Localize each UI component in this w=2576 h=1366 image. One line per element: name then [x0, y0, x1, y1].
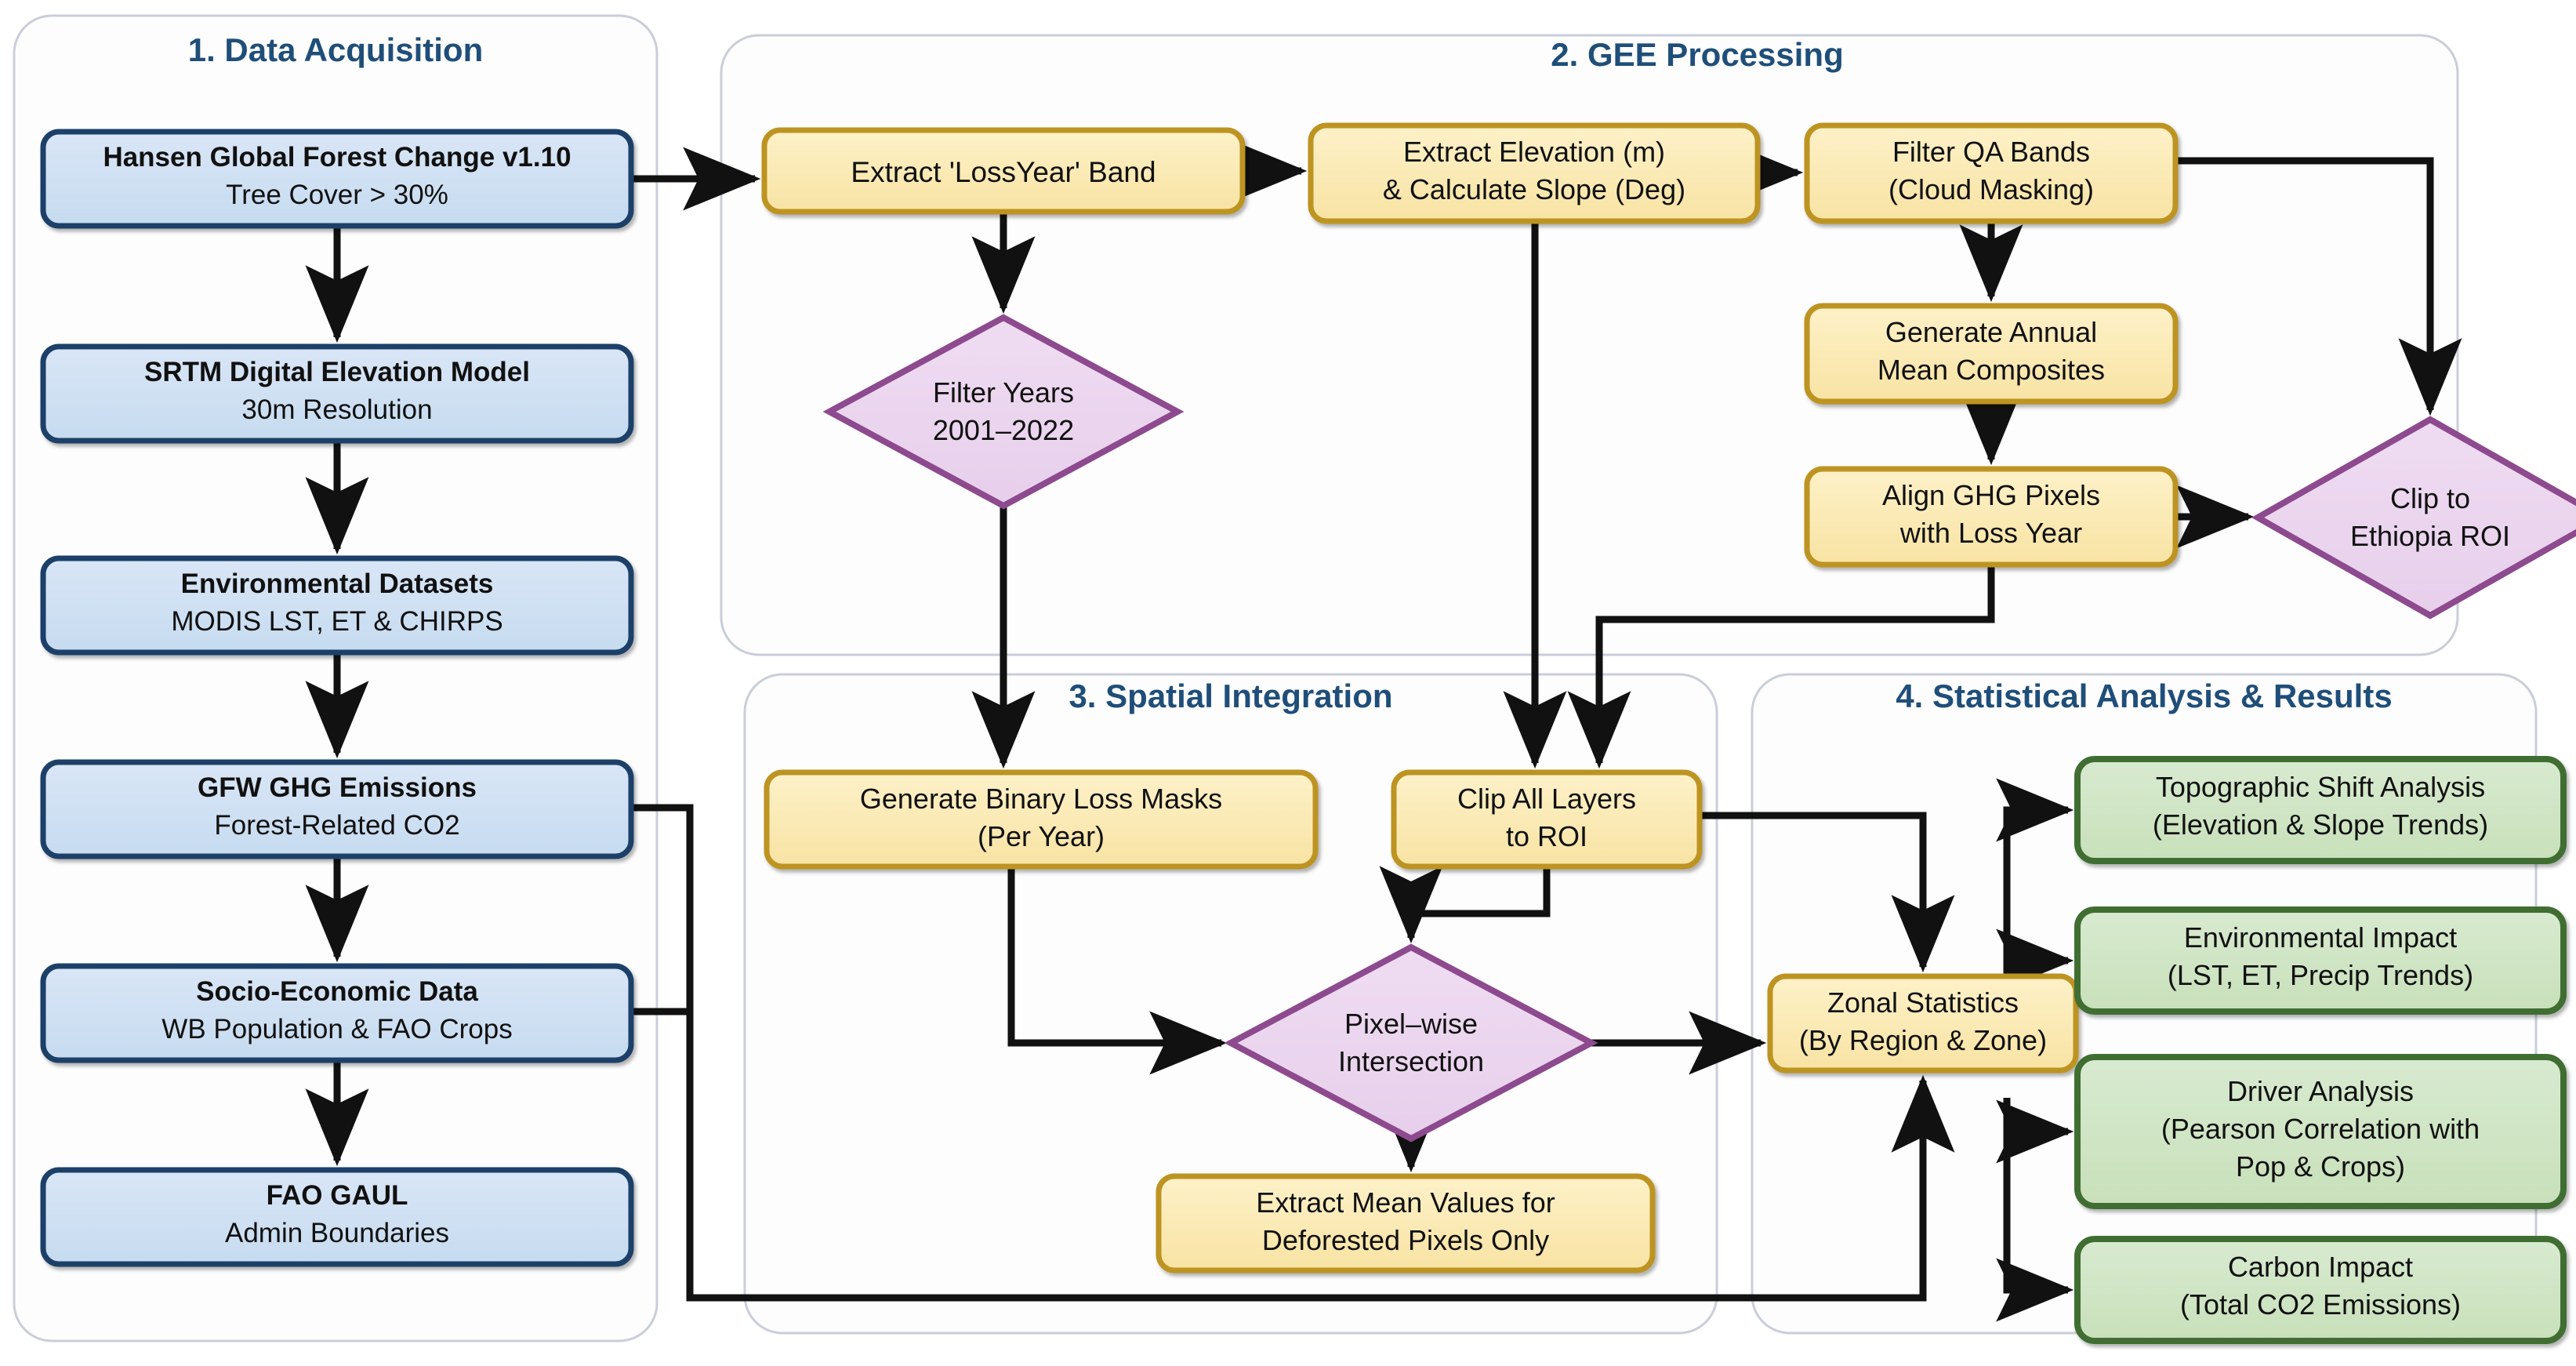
node-srtm-dem[interactable]: SRTM Digital Elevation Model 30m Resolut…: [40, 343, 634, 444]
panel-title-4: 4. Statistical Analysis & Results: [1896, 678, 2392, 714]
node-environmental-impact[interactable]: Environmental Impact (LST, ET, Precip Tr…: [2074, 906, 2567, 1015]
node-extract-mean-values[interactable]: Extract Mean Values for Deforested Pixel…: [1156, 1173, 1656, 1273]
node-socio-economic-data[interactable]: Socio-Economic Data WB Population & FAO …: [40, 963, 634, 1063]
node-label: GFW GHG Emissions: [198, 772, 477, 803]
node-clip-to-ethiopia-roi-decision[interactable]: Clip to Ethiopia ROI: [2251, 416, 2576, 619]
node-sublabel: (Cloud Masking): [1888, 173, 2094, 205]
node-label: Generate Binary Loss Masks: [860, 783, 1222, 815]
edge-align-to-clip-all-layers: [1567, 565, 1995, 769]
node-sublabel-2: Pop & Crops): [2236, 1150, 2405, 1183]
node-label: Clip to: [2390, 482, 2470, 514]
node-sublabel: Mean Composites: [1878, 354, 2105, 386]
node-sublabel: Forest-Related CO2: [214, 810, 459, 841]
node-label: SRTM Digital Elevation Model: [144, 357, 530, 387]
edge-qa-to-clip-ethiopia: [2175, 157, 2462, 416]
node-label: Filter Years: [933, 376, 1074, 409]
node-sublabel: Deforested Pixels Only: [1262, 1224, 1549, 1256]
node-sublabel: Tree Cover > 30%: [226, 180, 448, 210]
node-clip-all-layers-to-roi[interactable]: Clip All Layers to ROI: [1391, 769, 1703, 870]
node-fao-gaul[interactable]: FAO GAUL Admin Boundaries: [40, 1167, 634, 1267]
node-sublabel: with Loss Year: [1899, 517, 2082, 549]
node-filter-qa-bands[interactable]: Filter QA Bands (Cloud Masking): [1804, 122, 2179, 224]
node-label: Filter QA Bands: [1892, 136, 2090, 168]
node-generate-binary-loss-masks[interactable]: Generate Binary Loss Masks (Per Year): [764, 769, 1319, 870]
edge-layer: [305, 139, 2462, 1322]
node-label: Extract Elevation (m): [1403, 136, 1665, 168]
node-label: Topographic Shift Analysis: [2156, 771, 2485, 803]
node-sublabel: (Elevation & Slope Trends): [2153, 808, 2488, 841]
node-sublabel: Ethiopia ROI: [2350, 520, 2510, 552]
node-align-ghg-pixels[interactable]: Align GHG Pixels with Loss Year: [1804, 466, 2179, 568]
node-sublabel: (Pearson Correlation with: [2161, 1113, 2480, 1145]
node-label: Extract Mean Values for: [1256, 1186, 1555, 1219]
node-sublabel: (Per Year): [978, 820, 1105, 852]
node-zonal-statistics[interactable]: Zonal Statistics (By Region & Zone): [1767, 973, 2079, 1074]
node-label: FAO GAUL: [267, 1180, 408, 1211]
edge-clip-all-layers-to-zonal: [1700, 812, 1955, 973]
node-label: Align GHG Pixels: [1882, 479, 2100, 511]
node-label: Extract 'LossYear' Band: [851, 156, 1156, 188]
node-sublabel: & Calculate Slope (Deg): [1383, 173, 1685, 205]
node-label: Driver Analysis: [2227, 1075, 2414, 1107]
node-label: Pixel–wise: [1344, 1008, 1478, 1040]
node-sublabel: WB Population & FAO Crops: [161, 1014, 512, 1044]
node-label: Hansen Global Forest Change v1.10: [103, 142, 571, 173]
node-sublabel: MODIS LST, ET & CHIRPS: [171, 606, 503, 637]
node-sublabel: (By Region & Zone): [1799, 1024, 2047, 1056]
node-filter-years-decision[interactable]: Filter Years 2001–2022: [822, 314, 1185, 510]
node-driver-analysis[interactable]: Driver Analysis (Pearson Correlation wit…: [2074, 1054, 2567, 1209]
node-sublabel: (Total CO2 Emissions): [2180, 1288, 2461, 1321]
node-sublabel: 30m Resolution: [241, 394, 432, 425]
node-label: Carbon Impact: [2228, 1251, 2413, 1283]
node-label: Environmental Impact: [2184, 921, 2457, 954]
node-label: Socio-Economic Data: [196, 976, 478, 1007]
panel-title-2: 2. GEE Processing: [1551, 36, 1844, 73]
node-extract-lossyear-band[interactable]: Extract 'LossYear' Band: [761, 127, 1246, 215]
node-sublabel: Intersection: [1338, 1045, 1484, 1077]
node-label: Clip All Layers: [1457, 783, 1636, 815]
edge-zonal-to-carbon-impact: [1996, 1132, 2074, 1322]
node-pixel-wise-intersection-decision[interactable]: Pixel–wise Intersection: [1224, 943, 1598, 1143]
node-generate-annual-mean-composites[interactable]: Generate Annual Mean Composites: [1804, 303, 2179, 405]
panel-title-1: 1. Data Acquisition: [188, 31, 484, 68]
node-label: Environmental Datasets: [181, 569, 494, 599]
node-label: Zonal Statistics: [1827, 986, 2019, 1019]
edge-gfw-to-bottom-bus: [631, 804, 1927, 1302]
node-topographic-shift-analysis[interactable]: Topographic Shift Analysis (Elevation & …: [2074, 756, 2567, 864]
node-sublabel: Admin Boundaries: [225, 1218, 449, 1248]
panel-title-3: 3. Spatial Integration: [1068, 678, 1392, 714]
edge-binary-masks-to-pixelwise: [1007, 866, 1228, 1075]
node-extract-elevation-slope[interactable]: Extract Elevation (m) & Calculate Slope …: [1308, 122, 1761, 224]
node-hansen-global-forest-change[interactable]: Hansen Global Forest Change v1.10 Tree C…: [40, 129, 634, 229]
edge-clip-all-layers-to-pixelwise: [1379, 866, 1551, 944]
node-sublabel: 2001–2022: [933, 414, 1074, 446]
node-environmental-datasets[interactable]: Environmental Datasets MODIS LST, ET & C…: [40, 555, 634, 656]
node-gfw-ghg-emissions[interactable]: GFW GHG Emissions Forest-Related CO2: [40, 759, 634, 859]
node-sublabel: (LST, ET, Precip Trends): [2168, 959, 2473, 991]
node-carbon-impact[interactable]: Carbon Impact (Total CO2 Emissions): [2074, 1236, 2567, 1344]
node-label: Generate Annual: [1885, 316, 2097, 348]
node-sublabel: to ROI: [1506, 820, 1587, 852]
